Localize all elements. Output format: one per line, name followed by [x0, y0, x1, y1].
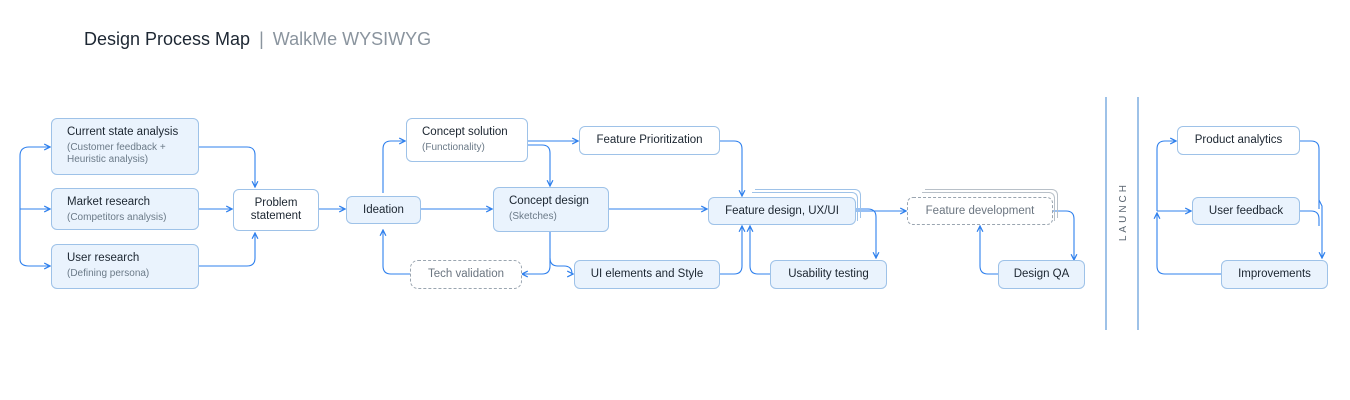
- stack-layer: [752, 192, 858, 221]
- node-title: Feature design, UX/UI: [725, 204, 839, 217]
- node-improvements: Improvements: [1221, 260, 1328, 289]
- connector: [199, 233, 255, 267]
- launch-text: LAUNCH: [1117, 182, 1129, 242]
- node-subtitle: (Defining persona): [67, 268, 150, 279]
- node-subtitle: (Functionality): [422, 142, 485, 153]
- connector: [199, 146, 255, 187]
- node-title: Design QA: [1013, 268, 1070, 280]
- connector: [1156, 141, 1176, 211]
- node-title: Concept design: [509, 195, 589, 207]
- connector: [1157, 213, 1221, 275]
- connector: [1300, 140, 1320, 209]
- title-subtitle: WalkMe WYSIWYG: [272, 29, 432, 49]
- launch-divider-left: [1105, 97, 1107, 330]
- connector: [19, 147, 50, 209]
- stack-layer: [925, 189, 1058, 218]
- node-market-research: Market research (Competitors analysis): [51, 188, 199, 230]
- connector: [750, 226, 770, 275]
- connector: [1053, 210, 1074, 260]
- connector: [980, 226, 998, 275]
- node-subtitle: (Customer feedback + Heuristic analysis): [67, 142, 166, 165]
- stack-layer: [922, 192, 1055, 221]
- node-user-feedback: User feedback: [1192, 197, 1300, 225]
- connector: [528, 144, 550, 186]
- node-feature-development: Feature development: [907, 197, 1053, 225]
- node-feature-prioritization: Feature Prioritization: [579, 126, 720, 155]
- node-product-analytics: Product analytics: [1177, 126, 1300, 155]
- connector: [549, 257, 573, 274]
- connector: [382, 265, 410, 275]
- node-ideation: Ideation: [346, 196, 421, 224]
- node-problem-statement: Problem statement: [233, 189, 319, 231]
- connector: [720, 226, 742, 275]
- connector: [19, 209, 50, 266]
- node-subtitle: (Sketches): [509, 211, 557, 222]
- node-title: Usability testing: [788, 268, 869, 280]
- connector: [522, 231, 551, 274]
- node-title: Concept solution: [422, 126, 508, 138]
- node-title: Feature development: [925, 204, 1035, 217]
- connector: [382, 141, 405, 193]
- node-ui-elements-style: UI elements and Style: [574, 260, 720, 289]
- node-title: UI elements and Style: [590, 268, 704, 280]
- title-separator: |: [259, 29, 264, 49]
- node-title: Market research: [67, 196, 151, 208]
- node-title: Problem statement: [250, 197, 302, 222]
- node-title: Tech validation: [427, 268, 505, 280]
- node-user-research: User research (Defining persona): [51, 244, 199, 289]
- node-current-state-analysis: Current state analysis (Customer feedbac…: [51, 118, 199, 175]
- page-title: Design Process Map | WalkMe WYSIWYG: [84, 29, 431, 50]
- node-title: User research: [67, 252, 140, 264]
- node-concept-solution: Concept solution (Functionality): [406, 118, 528, 162]
- connector: [1300, 210, 1320, 226]
- launch-label: LAUNCH: [1113, 176, 1133, 248]
- node-subtitle: (Competitors analysis): [67, 212, 167, 223]
- node-title: Product analytics: [1194, 134, 1283, 146]
- connector: [720, 140, 742, 196]
- node-title: User feedback: [1208, 204, 1284, 217]
- node-concept-design: Concept design (Sketches): [493, 187, 609, 232]
- node-feature-design: Feature design, UX/UI: [708, 197, 856, 225]
- connector: [1318, 199, 1322, 258]
- node-title: Feature Prioritization: [596, 134, 703, 146]
- node-design-qa: Design QA: [998, 260, 1085, 289]
- node-title: Current state analysis: [67, 126, 179, 138]
- node-usability-testing: Usability testing: [770, 260, 887, 289]
- node-tech-validation: Tech validation: [410, 260, 522, 289]
- launch-divider-right: [1137, 97, 1139, 330]
- node-title: Ideation: [363, 203, 404, 216]
- stack-layer: [755, 189, 861, 218]
- node-title: Improvements: [1238, 268, 1311, 280]
- title-main: Design Process Map: [84, 29, 251, 49]
